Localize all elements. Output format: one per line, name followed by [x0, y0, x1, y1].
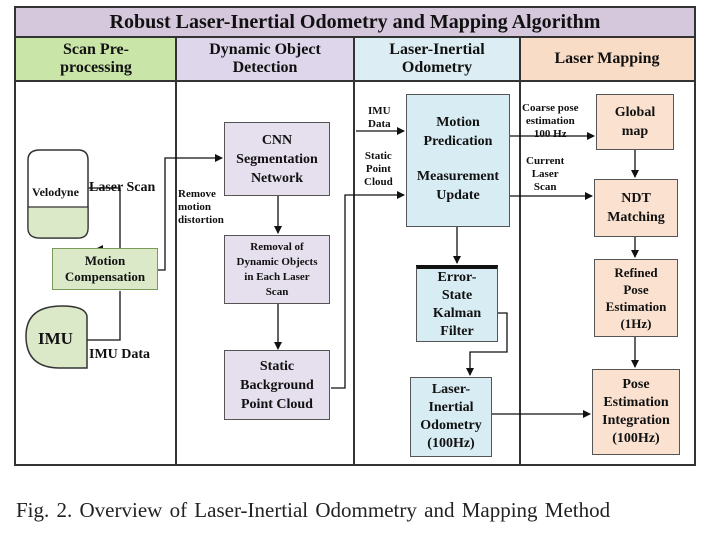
- laser-scan-label: Laser Scan: [89, 180, 156, 195]
- column-header-scan-preprocessing: Scan Pre- processing: [16, 38, 176, 82]
- error-state-kalman-filter-box: Error- State Kalman Filter: [416, 265, 498, 342]
- arrow-compensation-to-cnn: [158, 154, 223, 271]
- pose-estimation-integration-box: Pose Estimation Integration (100Hz): [592, 369, 680, 455]
- removal-dynamic-objects-box: Removal of Dynamic Objects in Each Laser…: [224, 235, 330, 304]
- global-map-box: Global map: [596, 94, 674, 150]
- ndt-matching-box: NDT Matching: [594, 179, 678, 237]
- velodyne-label: Velodyne: [32, 185, 79, 199]
- remove-distortion-label: Remove motion distortion: [178, 188, 224, 226]
- imu-data-input-label: IMU Data: [368, 105, 391, 130]
- coarse-pose-label: Coarse pose estimation 100 Hz: [522, 102, 579, 140]
- imu-label: IMU: [38, 329, 73, 348]
- diagram-frame: [14, 6, 696, 466]
- figure-caption: Fig. 2. Overview of Laser-Inertial Odomm…: [16, 498, 611, 522]
- column-header-laser-mapping: Laser Mapping: [520, 38, 694, 82]
- arrow-static-to-update: [331, 191, 405, 389]
- column-divider: [519, 38, 521, 466]
- laser-inertial-odometry-box: Laser- Inertial Odometry (100Hz): [410, 377, 492, 457]
- cnn-segmentation-box: CNN Segmentation Network: [224, 122, 330, 196]
- diagram-title: Robust Laser-Inertial Odometry and Mappi…: [16, 8, 694, 38]
- arrow-velodyne-to-compensation: [88, 187, 121, 253]
- current-laser-scan-label: Current Laser Scan: [526, 155, 565, 193]
- column-header-dynamic-object-detection: Dynamic Object Detection: [176, 38, 354, 82]
- imu-data-label: IMU Data: [89, 347, 151, 362]
- imu-sensor-shape: [25, 305, 88, 369]
- static-point-cloud-label: Static Point Cloud: [364, 150, 393, 188]
- column-divider: [175, 38, 177, 466]
- measurement-update-label: Measurement Update: [416, 169, 500, 203]
- motion-update-box: Motion Predication Measurement Update: [406, 94, 510, 227]
- refined-pose-estimation-box: Refined Pose Estimation (1Hz): [594, 259, 678, 337]
- line-imu-to-compensation: [80, 291, 121, 341]
- column-divider: [353, 38, 355, 466]
- motion-prediction-label: Motion Predication: [423, 115, 493, 149]
- velodyne-sensor-shape: [27, 149, 89, 239]
- motion-compensation-box: Motion Compensation: [52, 248, 158, 290]
- column-header-laser-inertial-odometry: Laser-Inertial Odometry: [354, 38, 520, 82]
- static-background-box: Static Background Point Cloud: [224, 350, 330, 420]
- arrow-eskf-to-lio: [466, 312, 508, 376]
